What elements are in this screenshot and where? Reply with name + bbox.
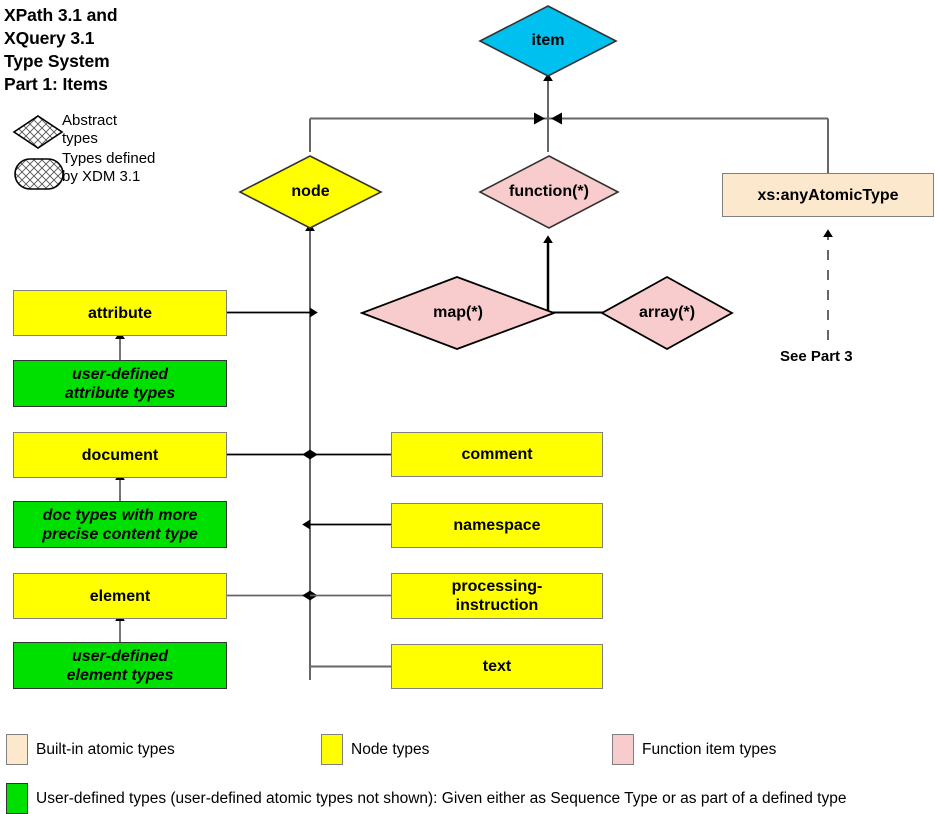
key-xdm-line2: by XDM 3.1 bbox=[62, 168, 141, 185]
array-diamond-shape bbox=[600, 275, 734, 351]
node-document[interactable]: document bbox=[13, 432, 227, 478]
legend-swatch-user-defined bbox=[6, 783, 28, 814]
node-array-label: array(*) bbox=[638, 304, 696, 321]
node-xs-any-atomic-type[interactable]: xs:anyAtomicType bbox=[722, 173, 934, 217]
node-namespace[interactable]: namespace bbox=[391, 503, 603, 548]
node-user-defined-attribute-types-label: user-defined attribute types bbox=[64, 365, 176, 402]
node-item-label: item bbox=[531, 32, 565, 49]
legend-swatch-builtin-atomic bbox=[6, 734, 28, 765]
node-user-defined-element-types[interactable]: user-defined element types bbox=[13, 642, 227, 689]
node-attribute-label: attribute bbox=[88, 304, 152, 322]
node-element-label: element bbox=[89, 587, 151, 605]
node-doc-types-precise[interactable]: doc types with more precise content type bbox=[13, 501, 227, 548]
node-node[interactable]: node bbox=[238, 154, 383, 230]
node-map[interactable]: map(*) bbox=[360, 275, 556, 351]
map-diamond-shape bbox=[360, 276, 556, 350]
legend-label-function-item-types: Function item types bbox=[642, 741, 777, 758]
legend-label-node-types: Node types bbox=[351, 741, 430, 758]
key-xdm-line1: Types defined bbox=[62, 150, 156, 167]
legend-label-builtin-atomic: Built-in atomic types bbox=[36, 741, 175, 758]
node-function[interactable]: function(*) bbox=[478, 154, 620, 230]
node-comment[interactable]: comment bbox=[391, 432, 603, 477]
node-node-label: node bbox=[291, 183, 330, 200]
node-doc-types-precise-label: doc types with more precise content type bbox=[42, 506, 198, 543]
node-map-label: map(*) bbox=[433, 304, 483, 321]
node-attribute[interactable]: attribute bbox=[13, 290, 227, 336]
key-shapes bbox=[12, 115, 64, 190]
node-user-defined-element-types-label: user-defined element types bbox=[66, 647, 174, 684]
key-abstract-label: Abstract types bbox=[62, 112, 117, 148]
node-function-label: function(*) bbox=[509, 183, 589, 200]
see-part-3-label: See Part 3 bbox=[780, 348, 853, 365]
node-xs-any-atomic-type-label: xs:anyAtomicType bbox=[757, 186, 899, 204]
item-diamond-shape bbox=[478, 5, 618, 77]
node-text-label: text bbox=[482, 658, 512, 675]
key-xdm-label: Types defined by XDM 3.1 bbox=[62, 150, 155, 186]
node-user-defined-attribute-types[interactable]: user-defined attribute types bbox=[13, 360, 227, 407]
legend-swatch-function-item-types bbox=[612, 734, 634, 765]
node-processing-instruction[interactable]: processing- instruction bbox=[391, 573, 603, 619]
node-comment-label: comment bbox=[461, 446, 533, 463]
node-array[interactable]: array(*) bbox=[600, 275, 734, 351]
node-item[interactable]: item bbox=[478, 4, 618, 78]
key-abstract-line1: Abstract bbox=[62, 112, 118, 129]
key-abstract-line2: types bbox=[62, 130, 98, 147]
node-diamond-shape bbox=[238, 155, 383, 229]
function-diamond-shape bbox=[478, 155, 620, 229]
node-document-label: document bbox=[81, 446, 159, 464]
legend-swatch-node-types bbox=[321, 734, 343, 765]
node-text[interactable]: text bbox=[391, 644, 603, 689]
legend-label-user-defined: User-defined types (user-defined atomic … bbox=[36, 790, 847, 807]
node-processing-instruction-label: processing- instruction bbox=[451, 578, 543, 614]
page-title: XPath 3.1 and XQuery 3.1 Type System Par… bbox=[4, 5, 118, 94]
node-element[interactable]: element bbox=[13, 573, 227, 619]
node-namespace-label: namespace bbox=[453, 517, 541, 534]
